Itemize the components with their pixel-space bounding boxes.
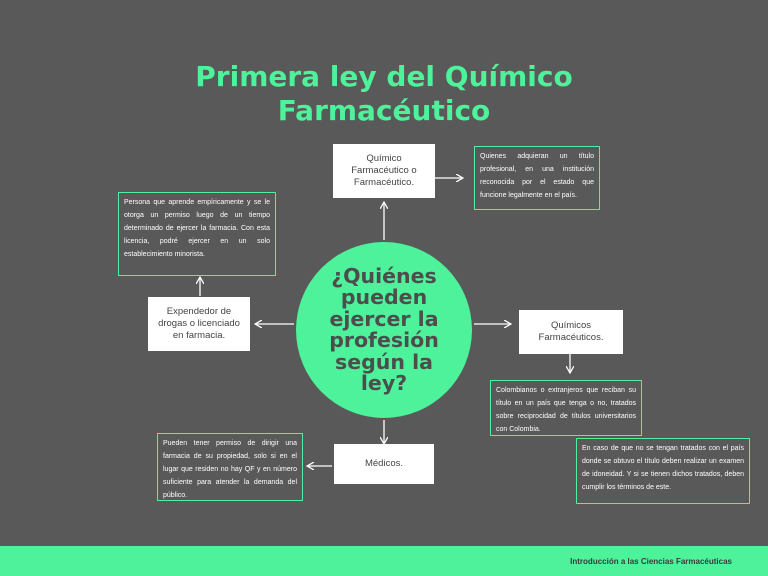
- node-quimicos-farmaceuticos: Químicos Farmacéuticos.: [519, 310, 623, 354]
- note-quimicos-farmaceuticos-extra: En caso de que no se tengan tratados con…: [576, 438, 750, 504]
- note-quimicos-farmaceuticos: Colombianos o extranjeros que reciban su…: [490, 380, 642, 436]
- note-quimico-farmaceutico: Quienes adquieran un título profesional,…: [474, 146, 600, 210]
- page-title: Primera ley del Químico Farmacéutico: [195, 60, 573, 127]
- node-expendedor: Expendedor de drogas o licenciado en far…: [148, 297, 250, 351]
- node-quimico-farmaceutico: Químico Farmacéutico o Farmacéutico.: [333, 144, 435, 198]
- node-medicos: Médicos.: [334, 444, 434, 484]
- footer-text: Introducción a las Ciencias Farmacéutica…: [570, 557, 732, 566]
- center-question: ¿Quiénes pueden ejercer la profesión seg…: [296, 242, 472, 418]
- note-expendedor: Persona que aprende empíricamente y se l…: [118, 192, 276, 276]
- note-medicos: Pueden tener permiso de dirigir una farm…: [157, 433, 303, 501]
- footer-bar: Introducción a las Ciencias Farmacéutica…: [0, 546, 768, 576]
